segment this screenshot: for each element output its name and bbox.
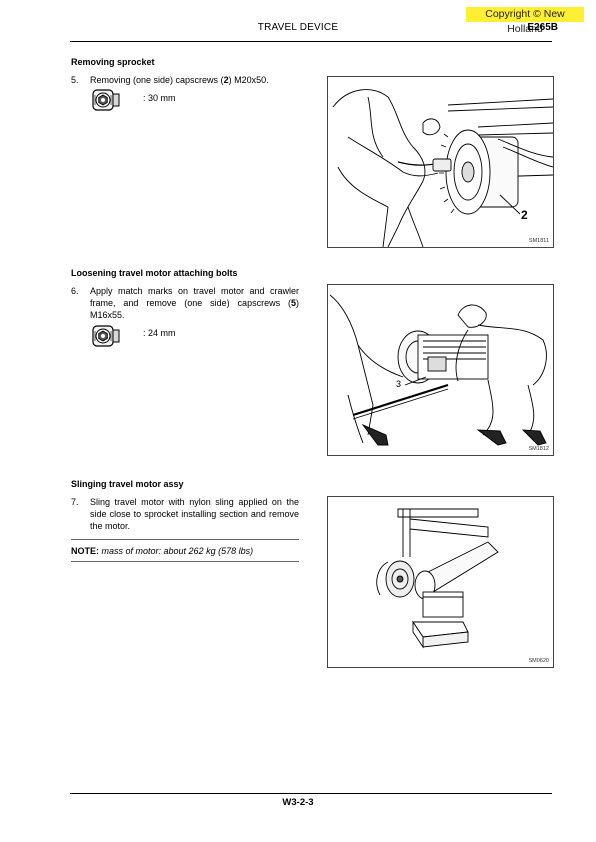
socket-wrench-icon (91, 87, 121, 113)
sprocket-removal-illustration (332, 89, 553, 247)
footer-rule (70, 793, 552, 794)
motor-slinging-illustration (376, 508, 499, 649)
step-number: 7. (71, 497, 79, 507)
step-7: 7. Sling travel motor with nylon sling a… (71, 496, 299, 532)
note: NOTE: mass of motor: about 262 kg (578 l… (71, 546, 253, 556)
note-rule-top (71, 539, 299, 540)
figure-sm0620: SM0620 (327, 496, 554, 668)
note-label: NOTE: (71, 546, 99, 556)
step-number: 6. (71, 286, 79, 296)
step-text: ) M20x50. (228, 75, 269, 85)
note-rule-bottom (71, 561, 299, 562)
step-text: Removing (one side) capscrews ( (90, 75, 224, 85)
step-text: Sling travel motor with nylon sling appl… (90, 497, 299, 531)
step-number: 5. (71, 75, 79, 85)
step-text: ) M16x55. (90, 298, 299, 320)
section-heading-removing-sprocket: Removing sprocket (71, 57, 155, 67)
bolt-loosening-illustration (329, 294, 547, 446)
page-number: W3-2-3 (282, 797, 314, 808)
figure-callout: 2 (521, 208, 528, 222)
step-callout-ref: 2 (223, 75, 229, 85)
figure-sm1812: 3 SM1812 (327, 284, 554, 456)
step-callout-ref: 5 (290, 298, 296, 308)
section-heading-slinging-motor: Slinging travel motor assy (71, 479, 184, 489)
header-rule (70, 41, 552, 42)
figure-code: SM1812 (528, 446, 550, 452)
tool-size: : 24 mm (143, 328, 176, 338)
header-model: E265B (527, 22, 558, 33)
step-text: Apply match marks on travel motor and cr… (90, 286, 299, 308)
socket-wrench-icon (91, 323, 121, 349)
step-5: 5. Removing (one side) capscrews (2) M20… (71, 74, 299, 86)
figure-code: SM1811 (528, 238, 549, 244)
tool-size: : 30 mm (143, 93, 176, 103)
header-title: TRAVEL DEVICE (257, 22, 339, 33)
figure-callout: 3 (396, 379, 402, 389)
note-text: mass of motor: about 262 kg (578 lbs) (101, 546, 254, 556)
copyright-banner: Copyright © New Holland (466, 7, 584, 35)
figure-sm1811: 2 SM1811 (327, 76, 554, 248)
step-6: 6. Apply match marks on travel motor and… (71, 285, 299, 321)
figure-code: SM0620 (528, 658, 550, 664)
section-heading-loosening-bolts: Loosening travel motor attaching bolts (71, 268, 238, 278)
